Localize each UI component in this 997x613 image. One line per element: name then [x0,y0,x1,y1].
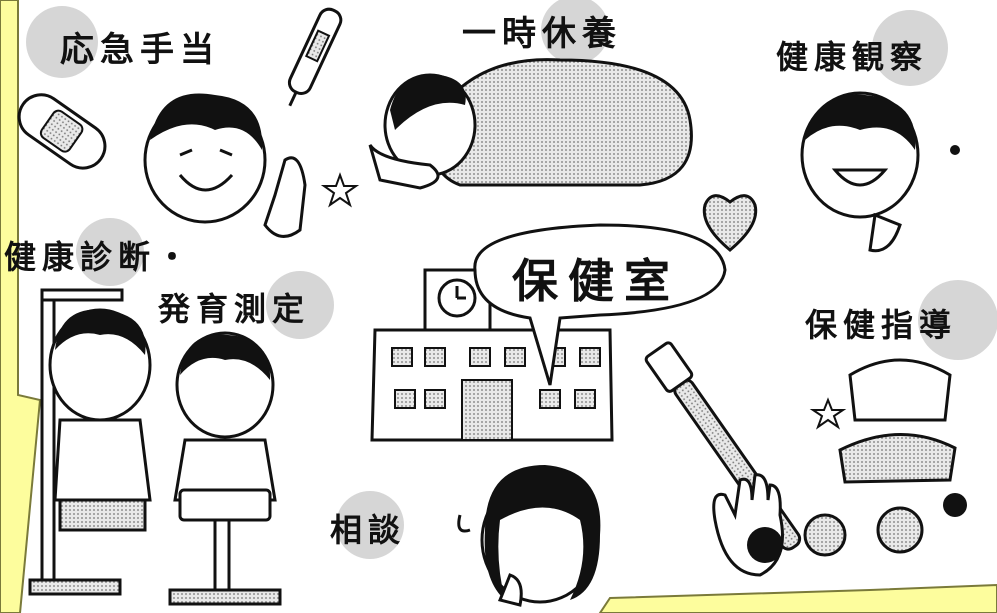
bandage-icon [17,93,107,170]
health-guidance-label: 保健指導 [805,306,958,344]
girl-on-scale [173,331,277,502]
health-checkup-label: 健康診断・ [4,238,195,276]
first-aid-highlight [26,6,98,78]
resting-student [368,58,693,190]
health-room-label: 保健室 [512,254,680,308]
observation-highlight [872,10,948,86]
star-icon [320,172,360,208]
callout-left [0,0,42,613]
heart-icon [702,194,758,252]
growth-highlight [266,271,334,339]
thermometer-icon [287,7,343,107]
rest-label: 一時休養 [462,14,622,54]
boy-measuring [48,308,152,532]
rest-highlight [541,0,609,64]
dentures-icon [838,358,957,484]
speech-bubble-icon [473,223,727,386]
callout-bottom [598,583,997,613]
health-observation-label: 健康観察 [776,38,929,76]
growth-measurement-label: 発育測定 [158,290,311,328]
guidance-highlight [918,280,997,360]
consultation-student [457,465,601,607]
star-icon-2 [809,397,847,430]
observation-boy [800,91,960,253]
consultation-highlight [336,491,404,559]
checkup-highlight [76,218,144,286]
consultation-label: 相談 [330,511,407,549]
weight-scale-icon [168,488,282,606]
first-aid-label: 応急手当 [60,30,220,70]
germ-icon [747,493,967,563]
first-aid-boy [143,93,307,238]
